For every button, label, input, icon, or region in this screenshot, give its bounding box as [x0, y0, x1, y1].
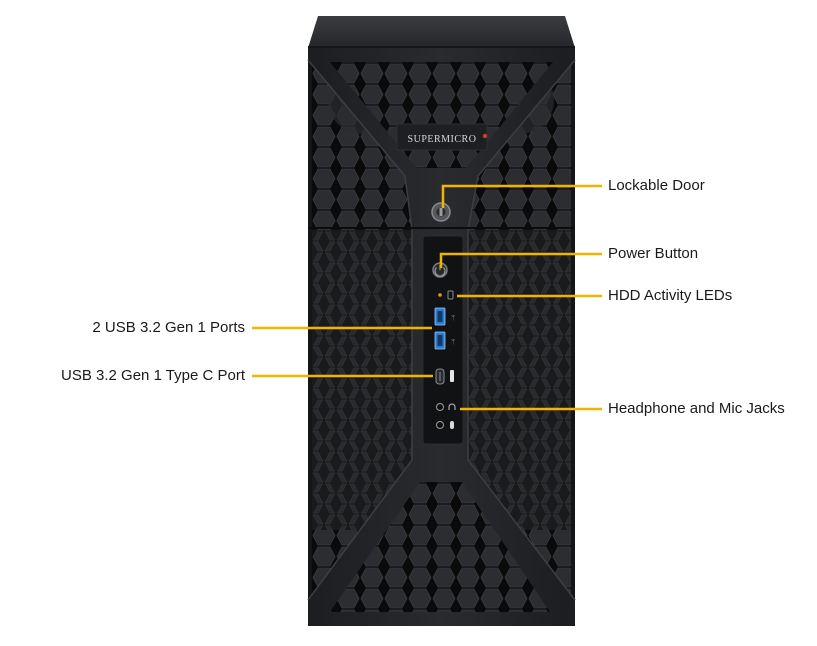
logo-mark-icon: [482, 133, 488, 139]
callout-line-power-button: [439, 252, 602, 268]
usb-type-c-icon[interactable]: [435, 368, 454, 385]
chassis-top: [308, 16, 575, 48]
brand-logo: SUPERMICRO: [408, 134, 477, 145]
svg-text:ᛘ: ᛘ: [451, 338, 455, 346]
label-lockable-door: Lockable Door: [608, 177, 705, 194]
headphone-icon[interactable]: [435, 402, 456, 430]
label-audio-jacks: Headphone and Mic Jacks: [608, 400, 785, 417]
hdd-led-icon: [438, 290, 454, 300]
label-power-button: Power Button: [608, 245, 699, 262]
svg-text:ᛘ: ᛘ: [451, 314, 455, 322]
callout-line-lockable-door: [441, 184, 602, 208]
usb-icon[interactable]: [434, 307, 446, 326]
lock-icon[interactable]: [431, 202, 451, 222]
label-usb-type-c: USB 3.2 Gen 1 Type C Port: [61, 367, 245, 384]
label-usb-ports: 2 USB 3.2 Gen 1 Ports: [92, 319, 245, 336]
label-hdd-activity-leds: HDD Activity LEDs: [608, 287, 733, 304]
usb-icon[interactable]: [434, 331, 446, 350]
